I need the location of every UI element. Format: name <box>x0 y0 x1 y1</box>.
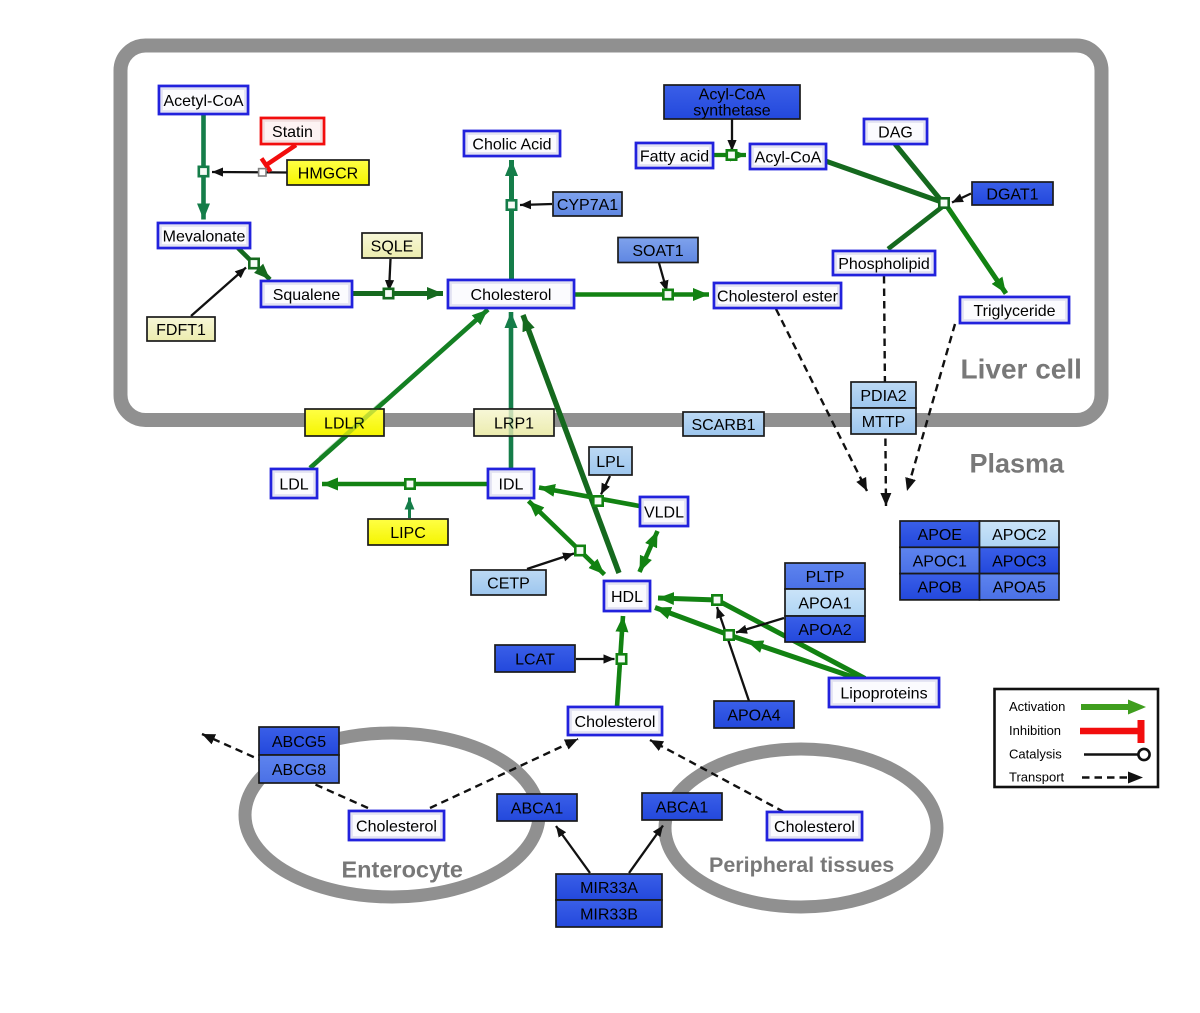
svg-text:DAG: DAG <box>878 124 913 141</box>
svg-text:Transport: Transport <box>1009 770 1065 785</box>
svg-text:CETP: CETP <box>487 575 530 592</box>
svg-text:LIPC: LIPC <box>390 525 426 542</box>
svg-text:MIR33B: MIR33B <box>580 906 638 923</box>
svg-text:APOC1: APOC1 <box>913 553 967 570</box>
svg-text:ABCA1: ABCA1 <box>656 799 709 816</box>
svg-text:APOA4: APOA4 <box>727 707 780 724</box>
svg-text:Liver cell: Liver cell <box>961 354 1082 385</box>
svg-text:ABCG5: ABCG5 <box>272 734 326 751</box>
svg-text:HDL: HDL <box>611 589 643 606</box>
svg-text:MIR33A: MIR33A <box>580 880 638 897</box>
svg-text:Acetyl-CoA: Acetyl-CoA <box>163 93 243 110</box>
svg-text:APOE: APOE <box>918 527 962 544</box>
svg-text:CYP7A1: CYP7A1 <box>557 197 618 214</box>
svg-text:LRP1: LRP1 <box>494 415 534 432</box>
svg-text:PDIA2: PDIA2 <box>860 388 906 405</box>
svg-text:LPL: LPL <box>596 454 625 471</box>
svg-text:IDL: IDL <box>499 476 524 493</box>
svg-text:SQLE: SQLE <box>371 238 414 255</box>
svg-text:Acyl-CoA: Acyl-CoA <box>755 149 822 166</box>
svg-text:Fatty acid: Fatty acid <box>640 148 709 165</box>
svg-text:Cholesterol: Cholesterol <box>356 818 437 835</box>
svg-text:Lipoproteins: Lipoproteins <box>840 685 927 702</box>
svg-text:VLDL: VLDL <box>644 504 684 521</box>
svg-text:MTTP: MTTP <box>862 414 906 431</box>
svg-text:Activation: Activation <box>1009 699 1065 714</box>
svg-text:synthetase: synthetase <box>693 103 770 120</box>
svg-text:DGAT1: DGAT1 <box>986 186 1038 203</box>
svg-text:APOC3: APOC3 <box>992 553 1046 570</box>
svg-text:FDFT1: FDFT1 <box>156 322 206 339</box>
svg-text:PLTP: PLTP <box>806 569 845 586</box>
svg-text:APOA1: APOA1 <box>798 595 851 612</box>
svg-text:Cholesterol: Cholesterol <box>575 714 656 731</box>
svg-text:LDLR: LDLR <box>324 415 365 432</box>
svg-text:Catalysis: Catalysis <box>1009 747 1062 762</box>
svg-text:Cholesterol: Cholesterol <box>774 819 855 836</box>
svg-text:Cholesterol ester: Cholesterol ester <box>717 288 839 305</box>
svg-text:Statin: Statin <box>272 124 313 141</box>
svg-text:Phospholipid: Phospholipid <box>838 256 930 273</box>
svg-text:APOC2: APOC2 <box>992 527 1046 544</box>
svg-text:APOA2: APOA2 <box>798 622 851 639</box>
svg-text:Triglyceride: Triglyceride <box>973 303 1055 320</box>
svg-text:Enterocyte: Enterocyte <box>342 857 463 883</box>
svg-text:LCAT: LCAT <box>515 651 555 668</box>
svg-text:Cholesterol: Cholesterol <box>471 287 552 304</box>
svg-text:ABCG8: ABCG8 <box>272 762 326 779</box>
svg-text:Acyl-CoA: Acyl-CoA <box>699 87 766 104</box>
svg-text:Plasma: Plasma <box>970 449 1066 479</box>
svg-text:Inhibition: Inhibition <box>1009 723 1061 738</box>
svg-text:LDL: LDL <box>279 476 308 493</box>
svg-text:Squalene: Squalene <box>273 287 341 304</box>
svg-text:APOB: APOB <box>918 580 962 597</box>
svg-text:Mevalonate: Mevalonate <box>163 228 246 245</box>
svg-text:SCARB1: SCARB1 <box>691 417 755 434</box>
svg-text:ABCA1: ABCA1 <box>511 800 564 817</box>
svg-text:Peripheral tissues: Peripheral tissues <box>709 853 894 877</box>
svg-text:SOAT1: SOAT1 <box>632 243 683 260</box>
svg-text:APOA5: APOA5 <box>993 580 1046 597</box>
svg-text:Cholic Acid: Cholic Acid <box>472 136 551 153</box>
svg-text:HMGCR: HMGCR <box>298 165 358 182</box>
